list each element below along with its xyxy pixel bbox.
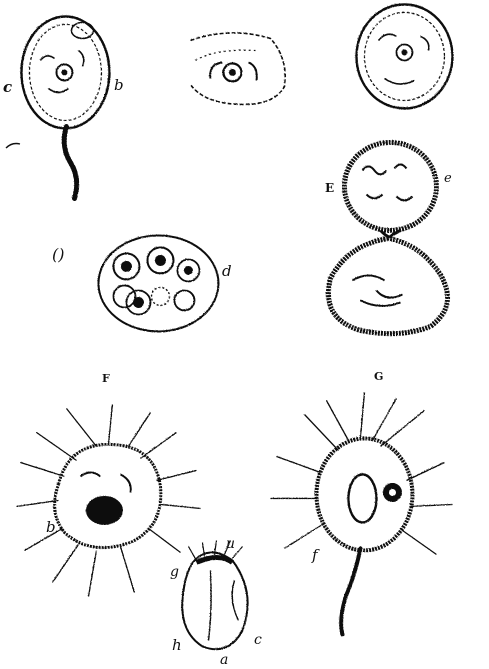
label-a-b: b [114, 76, 124, 94]
caption-f: F [102, 372, 110, 385]
label-a-c: c [3, 78, 12, 96]
stray-glyph: () [52, 245, 64, 264]
figure-g-radiate-flagellate [270, 392, 452, 634]
label-h-a: a [220, 652, 228, 668]
figure-c-round-cell [356, 4, 452, 108]
figure-a-flagellate-cell [21, 16, 109, 198]
label-f-b: b [46, 518, 56, 536]
label-e-cap: E [325, 181, 334, 195]
figure-e-dividing-cell [328, 142, 447, 333]
label-g-f: f [311, 546, 320, 564]
stray-mark [6, 144, 20, 149]
figure-d-cell-with-cysts [98, 235, 218, 331]
label-d: d [222, 262, 232, 280]
figure-h-ciliate [182, 540, 247, 649]
label-h-c: c [254, 632, 262, 648]
label-e: e [444, 171, 452, 186]
label-h-g: g [170, 564, 179, 580]
caption-g: G [374, 370, 383, 383]
label-h-u: u [226, 536, 235, 552]
label-h-h: h [172, 636, 182, 654]
figure-b-cell-fragment [190, 32, 285, 104]
